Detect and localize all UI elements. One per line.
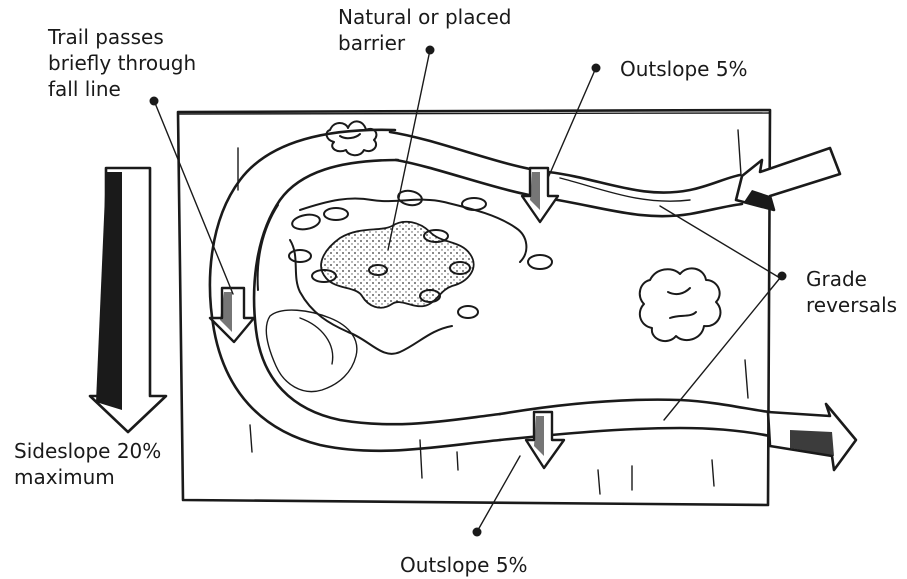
label-outslope-bottom: Outslope 5%: [400, 552, 528, 578]
outslope-arrow-bottom: [526, 412, 564, 468]
label-trail-passes-line3: fall line: [48, 76, 196, 102]
trail-exit-arrow: [768, 404, 856, 470]
shrub-top: [327, 121, 377, 155]
label-barrier-line1: Natural or placed: [338, 4, 511, 30]
label-outslope-top: Outslope 5%: [620, 56, 748, 82]
label-trail-passes: Trail passes briefly through fall line: [48, 24, 196, 102]
label-trail-passes-line2: briefly through: [48, 50, 196, 76]
sideslope-arrow: [90, 168, 166, 432]
label-barrier-line2: barrier: [338, 30, 511, 56]
trail-entry-arrow: [736, 148, 840, 210]
outslope-arrow-top: [522, 168, 558, 222]
label-sideslope-line2: maximum: [14, 464, 161, 490]
label-grade-reversals: Grade reversals: [806, 266, 897, 318]
label-sideslope: Sideslope 20% maximum: [14, 438, 161, 490]
label-grade-reversals-line1: Grade: [806, 266, 897, 292]
label-grade-reversals-line2: reversals: [806, 292, 897, 318]
barrier-outcrop: [266, 198, 526, 391]
label-trail-passes-line1: Trail passes: [48, 24, 196, 50]
shrub-right: [640, 268, 721, 341]
label-barrier: Natural or placed barrier: [338, 4, 511, 56]
trail-top-segment: [390, 132, 742, 216]
fall-line-arrow: [210, 288, 254, 342]
label-sideslope-line1: Sideslope 20%: [14, 438, 161, 464]
